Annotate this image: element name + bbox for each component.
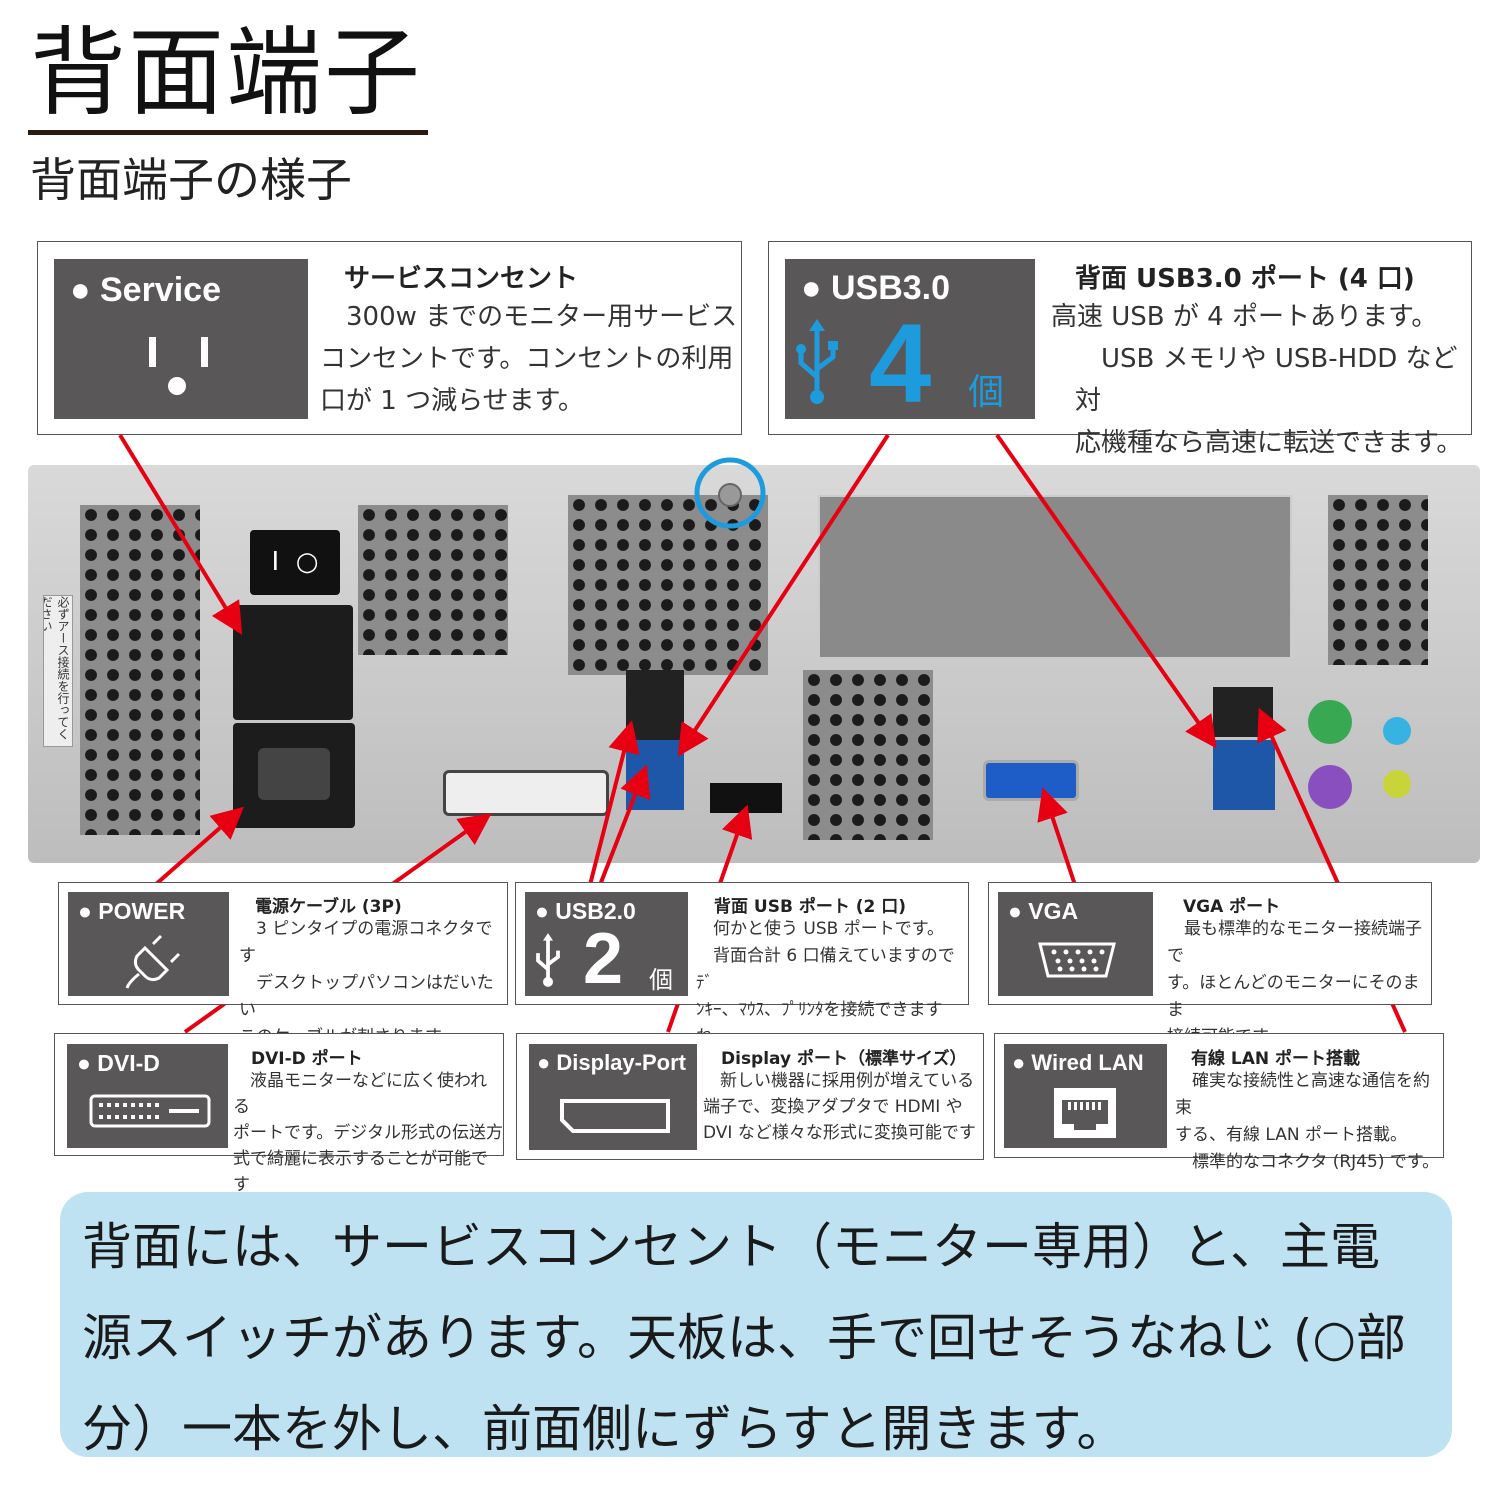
arrow-usb3-right xyxy=(995,433,1217,749)
card-dvi-title: DVI-D ポート xyxy=(251,1049,363,1069)
card-lan-title: 有線 LAN ポート搭載 xyxy=(1191,1049,1361,1069)
badge-vga: ● VGA xyxy=(998,892,1153,996)
card-usb2-body: 何かと使う USB ポートです。 背面合計 6 口備えていますのでﾃﾞ ﾝｷｰ、… xyxy=(696,919,955,1047)
card-dvi-body: 液晶モニターなどに広く使われる ポートです。デジタル形式の伝送方 式で綺麗に表示… xyxy=(233,1071,503,1195)
card-service: ● Service サービスコンセント 300w までのモニター用サービス コン… xyxy=(37,241,742,435)
card-displayport: ● Display-Port Display ポート（標準サイズ） 新しい機器に… xyxy=(516,1033,984,1160)
card-dvi: ● DVI-D DVI-D ポート 液晶モニターなどに広く使われる ポートです。… xyxy=(54,1033,504,1195)
card-displayport-title: Display ポート（標準サイズ） xyxy=(721,1049,967,1069)
card-vga: ● VGA VGA ポート 最も標準的なモニター接続端子で す。ほとんどのモニタ… xyxy=(988,882,1432,1047)
dvi-port xyxy=(443,770,609,816)
power-inlet xyxy=(233,723,355,828)
screw-highlight-circle xyxy=(694,457,766,529)
card-usb3-body: 高速 USB が 4 ポートあります。 USB メモリや USB-HDD など対… xyxy=(1051,302,1463,458)
warning-sticker: 必ずアース接続を行ってください xyxy=(43,595,73,747)
arrow-usb2-b xyxy=(598,764,651,886)
usb2-count: 2 xyxy=(583,919,624,999)
ps2-mouse xyxy=(1308,700,1352,744)
io-vent-top xyxy=(568,495,768,675)
card-usb3: ● USB3.0 4 個 背面 USB3.0 ポート (4 口) 高速 USB … xyxy=(768,241,1472,458)
arrow-usb2 xyxy=(588,720,640,886)
card-power-title: 電源ケーブル (3P) xyxy=(255,897,402,917)
page-title: 背面端子 xyxy=(30,17,422,129)
badge-lan: ● Wired LAN xyxy=(1004,1044,1167,1148)
card-usb3-title: 背面 USB3.0 ポート (4 口) xyxy=(1075,264,1415,294)
rear-panel-photo: 必ずアース接続を行ってください I ○ xyxy=(28,465,1480,863)
badge-service: ● Service xyxy=(54,259,308,419)
badge-usb2-label: ● USB2.0 xyxy=(535,898,636,924)
page-subtitle: 背面端子の様子 xyxy=(30,153,352,207)
card-lan-body: 確実な接続性と高速な通信を約束 する、有線 LAN ポート搭載。 標準的なコネク… xyxy=(1175,1071,1440,1172)
displayport-icon xyxy=(560,1099,670,1133)
usb3-ports-right xyxy=(1213,740,1275,810)
card-service-title: サービスコンセント xyxy=(344,264,579,294)
card-service-body: 300w までのモニター用サービス コンセントです。コンセントの利用 口が 1 … xyxy=(320,302,738,416)
badge-power: ● POWER xyxy=(68,892,229,996)
audio-out xyxy=(1383,770,1411,798)
badge-dvi-label: ● DVI-D xyxy=(77,1050,160,1076)
card-power: ● POWER 電源ケーブル (3P) 3 ピンタイプの電源コネクタです デスク… xyxy=(58,882,508,1047)
badge-usb3: ● USB3.0 4 個 xyxy=(785,259,1035,426)
dvi-port-icon xyxy=(89,1094,211,1128)
badge-usb3-label: ● USB3.0 xyxy=(801,269,951,307)
expansion-slots xyxy=(818,495,1292,659)
arrow-usb3-left xyxy=(677,433,890,757)
card-usb2-title: 背面 USB ポート (2 口) xyxy=(714,897,907,917)
badge-displayport-label: ● Display-Port xyxy=(537,1050,686,1075)
card-lan: ● Wired LAN 有線 LAN ポート搭載 確実な接続性と高速な通信を約束… xyxy=(994,1033,1444,1172)
right-vent xyxy=(1328,495,1428,665)
lan-port-icon xyxy=(1054,1088,1116,1138)
outlet-icon xyxy=(149,337,208,395)
usb2-unit: 個 xyxy=(649,967,673,994)
badge-service-label: ● Service xyxy=(70,271,221,309)
power-switch: I ○ xyxy=(250,530,340,595)
psu-vent-right xyxy=(358,505,508,655)
title-underline xyxy=(28,130,428,135)
badge-dvi: ● DVI-D xyxy=(67,1044,228,1148)
bottom-vent xyxy=(803,670,933,840)
badge-vga-label: ● VGA xyxy=(1008,898,1079,924)
explanation-note: 背面には、サービスコンセント（モニター専用）と、主電源スイッチがあります。天板は… xyxy=(60,1192,1452,1458)
badge-usb2: ● USB2.0 2 個 xyxy=(525,892,688,999)
explanation-text: 背面には、サービスコンセント（モニター専用）と、主電源スイッチがあります。天板は… xyxy=(82,1218,1407,1458)
vga-port-icon xyxy=(1038,942,1116,978)
card-vga-title: VGA ポート xyxy=(1183,897,1281,917)
arrow-vga xyxy=(1037,787,1077,886)
usb-icon xyxy=(536,933,560,987)
badge-lan-label: ● Wired LAN xyxy=(1012,1050,1144,1075)
card-usb2: ● USB2.0 2 個 背面 USB ポート (2 口) 何かと使う USB … xyxy=(515,882,969,1047)
usb3-count: 4 xyxy=(869,301,932,426)
card-displayport-body: 新しい機器に採用例が増えている 端子で、変換アダプタで HDMI や DVI な… xyxy=(703,1071,976,1143)
badge-displayport: ● Display-Port xyxy=(529,1044,697,1150)
card-power-body: 3 ピンタイプの電源コネクタです デスクトップパソコンはだいたい このケーブルが… xyxy=(239,919,494,1047)
usb-icon xyxy=(796,319,838,404)
power-plug-icon xyxy=(125,934,181,989)
ps2-keyboard xyxy=(1308,765,1352,809)
badge-power-label: ● POWER xyxy=(78,898,186,924)
thumbscrew xyxy=(718,483,742,507)
audio-line-in xyxy=(1383,717,1411,745)
arrow-power xyxy=(153,806,245,887)
service-outlet xyxy=(233,605,353,720)
psu-vent-left xyxy=(80,505,200,835)
usb3-unit: 個 xyxy=(968,371,1005,412)
card-vga-body: 最も標準的なモニター接続端子で す。ほとんどのモニターにそのまま 接続可能です。 xyxy=(1167,919,1422,1047)
arrow-service xyxy=(118,433,243,635)
